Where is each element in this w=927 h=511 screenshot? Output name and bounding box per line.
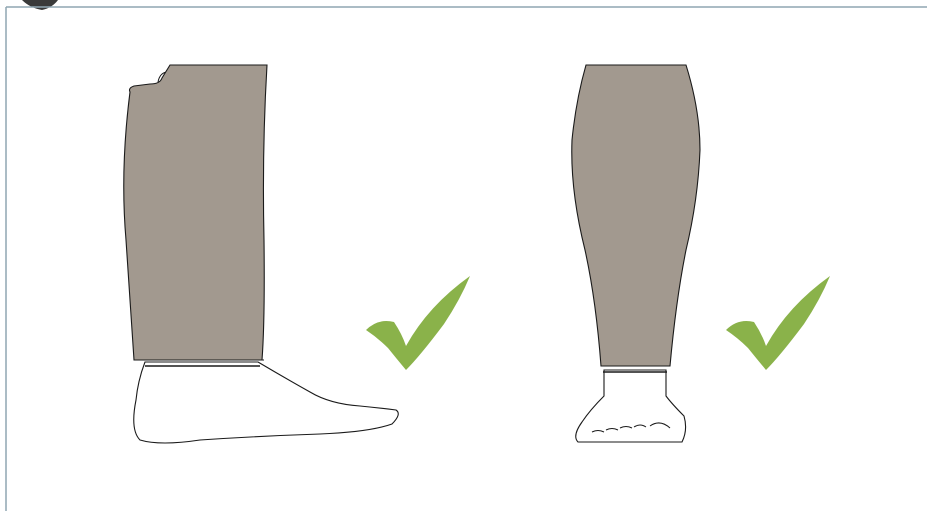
corner-mark-icon [22,0,58,10]
foot-front [576,370,686,442]
checkmark-icon [366,276,470,370]
foot-side [134,362,399,443]
leg-side-view-icon [124,65,399,443]
checkmark-icon [726,276,830,370]
trouser-leg-front [572,65,700,366]
trouser-leg-side [124,65,267,360]
leg-front-view-icon [572,65,700,442]
